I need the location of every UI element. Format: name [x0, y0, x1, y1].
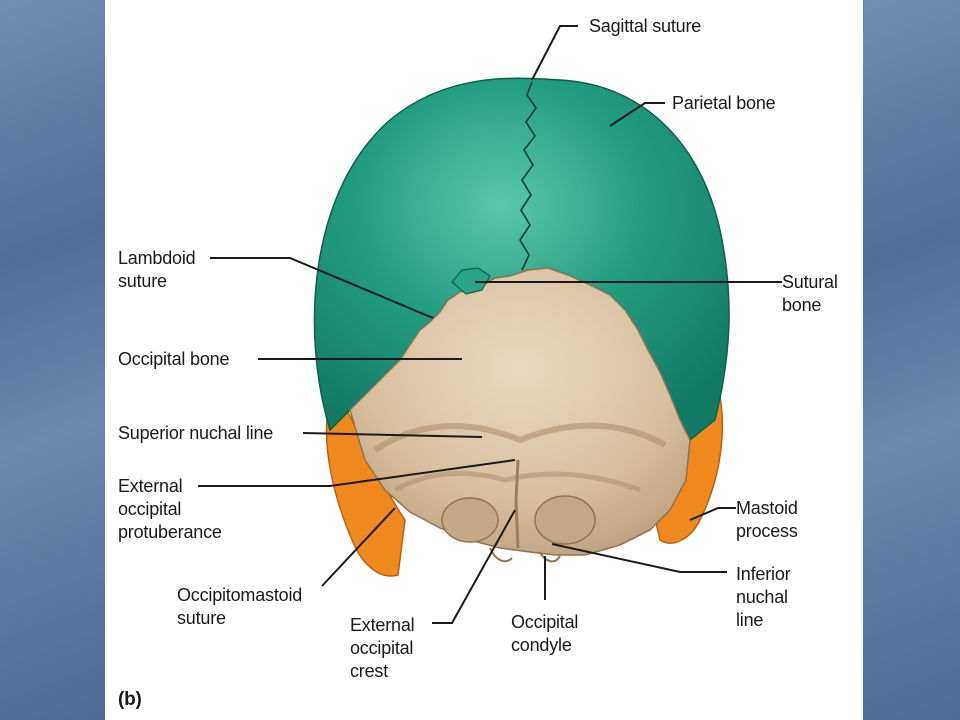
label-occipital-condyle: Occipital condyle [511, 612, 579, 655]
inferior-nuchal-ridge [393, 471, 641, 493]
label-lambdoid-suture: Lambdoid suture [118, 248, 196, 291]
label-superior-nuchal-line: Superior nuchal line [118, 423, 274, 443]
label-external-occipital-protuberance: External occipital protuberance [118, 476, 222, 542]
background-right [863, 0, 960, 720]
label-occipitomastoid-suture: Occipitomastoid suture [177, 585, 303, 628]
occipital-bone-shape [349, 267, 691, 556]
label-mastoid-process: Mastoid process [736, 498, 798, 541]
label-occipital-bone: Occipital bone [118, 349, 230, 369]
label-external-occipital-crest: External occipital crest [350, 615, 415, 681]
leader-lines [198, 25, 782, 624]
sagittal-suture-line [519, 81, 537, 271]
external-occipital-crest-line [514, 459, 520, 549]
panel-label: (b) [118, 689, 142, 710]
background-left [0, 0, 105, 720]
label-inferior-nuchal-line: Inferior nuchal line [736, 564, 791, 630]
right-condyle-fossa [534, 495, 596, 545]
superior-nuchal-ridge [373, 422, 667, 453]
sutural-bone-shape [451, 267, 491, 295]
label-sutural-bone: Sutural bone [782, 272, 838, 315]
label-sagittal-suture: Sagittal suture [589, 16, 702, 36]
left-condyle-fossa [441, 497, 499, 543]
label-parietal-bone: Parietal bone [672, 93, 776, 113]
